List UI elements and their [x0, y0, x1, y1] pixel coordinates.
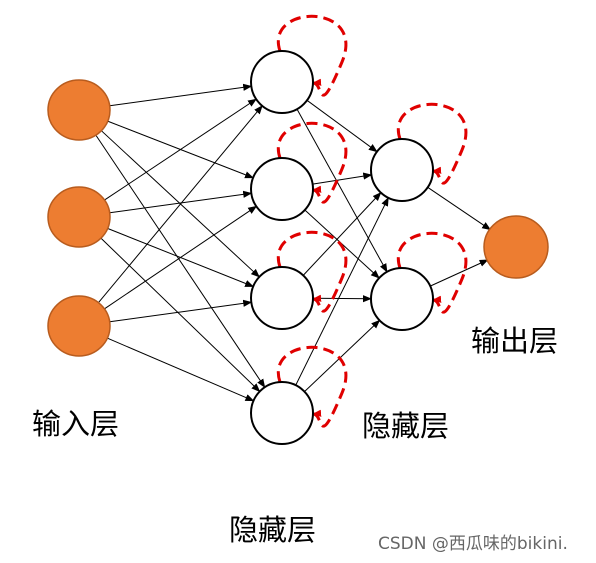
edge-input-1-to-hidden1-4 — [95, 135, 266, 388]
hidden2-node-1 — [370, 138, 434, 202]
edge-hidden2-2-to-output-1 — [429, 259, 489, 287]
input-node-2 — [47, 186, 111, 248]
edge-hidden1-4-to-hidden2-1 — [295, 196, 389, 386]
edge-input-3-to-hidden1-3 — [109, 299, 253, 323]
edge-input-2-to-hidden1-1 — [104, 98, 257, 201]
connection-edges — [95, 83, 492, 402]
hidden1-node-3 — [250, 266, 314, 330]
edge-hidden1-4-to-hidden2-2 — [304, 319, 381, 393]
recurrent-loop-hidden2-1 — [396, 102, 468, 185]
edge-input-3-to-hidden1-2 — [104, 205, 258, 310]
hidden1-node-2 — [250, 157, 314, 221]
edge-input-2-to-hidden1-2 — [109, 190, 253, 214]
hidden1-node-4 — [250, 381, 314, 445]
recurrent-loop-hidden1-2 — [276, 121, 348, 204]
recurrent-loop-hidden1-1 — [276, 14, 348, 97]
edge-input-3-to-hidden1-1 — [98, 105, 263, 303]
edge-input-2-to-hidden1-4 — [100, 238, 261, 393]
recurrent-loop-hidden1-4 — [276, 345, 348, 428]
output-node-1 — [483, 215, 549, 279]
hidden-layer-2-label: 隐藏层 — [362, 409, 450, 443]
hidden2-node-2 — [370, 267, 434, 331]
edge-hidden1-1-to-hidden2-2 — [296, 108, 388, 273]
recurrent-loop-hidden1-3 — [276, 230, 348, 313]
watermark: CSDN @西瓜味的bikini. — [378, 534, 568, 554]
edge-hidden1-1-to-hidden2-1 — [306, 99, 378, 153]
recurrent-loop-hidden2-2 — [396, 231, 468, 314]
edge-hidden2-1-to-output-1 — [427, 186, 492, 231]
input-node-3 — [47, 295, 111, 357]
input-layer-label: 输入层 — [32, 407, 120, 441]
edge-hidden1-2-to-hidden2-1 — [312, 172, 373, 185]
edge-input-1-to-hidden1-1 — [109, 83, 253, 107]
input-node-1 — [47, 79, 111, 141]
recurrent-loops — [276, 14, 468, 428]
network-nodes — [47, 50, 549, 445]
hidden1-node-1 — [250, 50, 314, 114]
edge-hidden1-3-to-hidden2-1 — [302, 191, 382, 276]
edge-input-3-to-hidden1-4 — [107, 337, 255, 402]
output-layer-label: 输出层 — [471, 324, 559, 358]
hidden-layer-1-label: 隐藏层 — [229, 513, 317, 547]
